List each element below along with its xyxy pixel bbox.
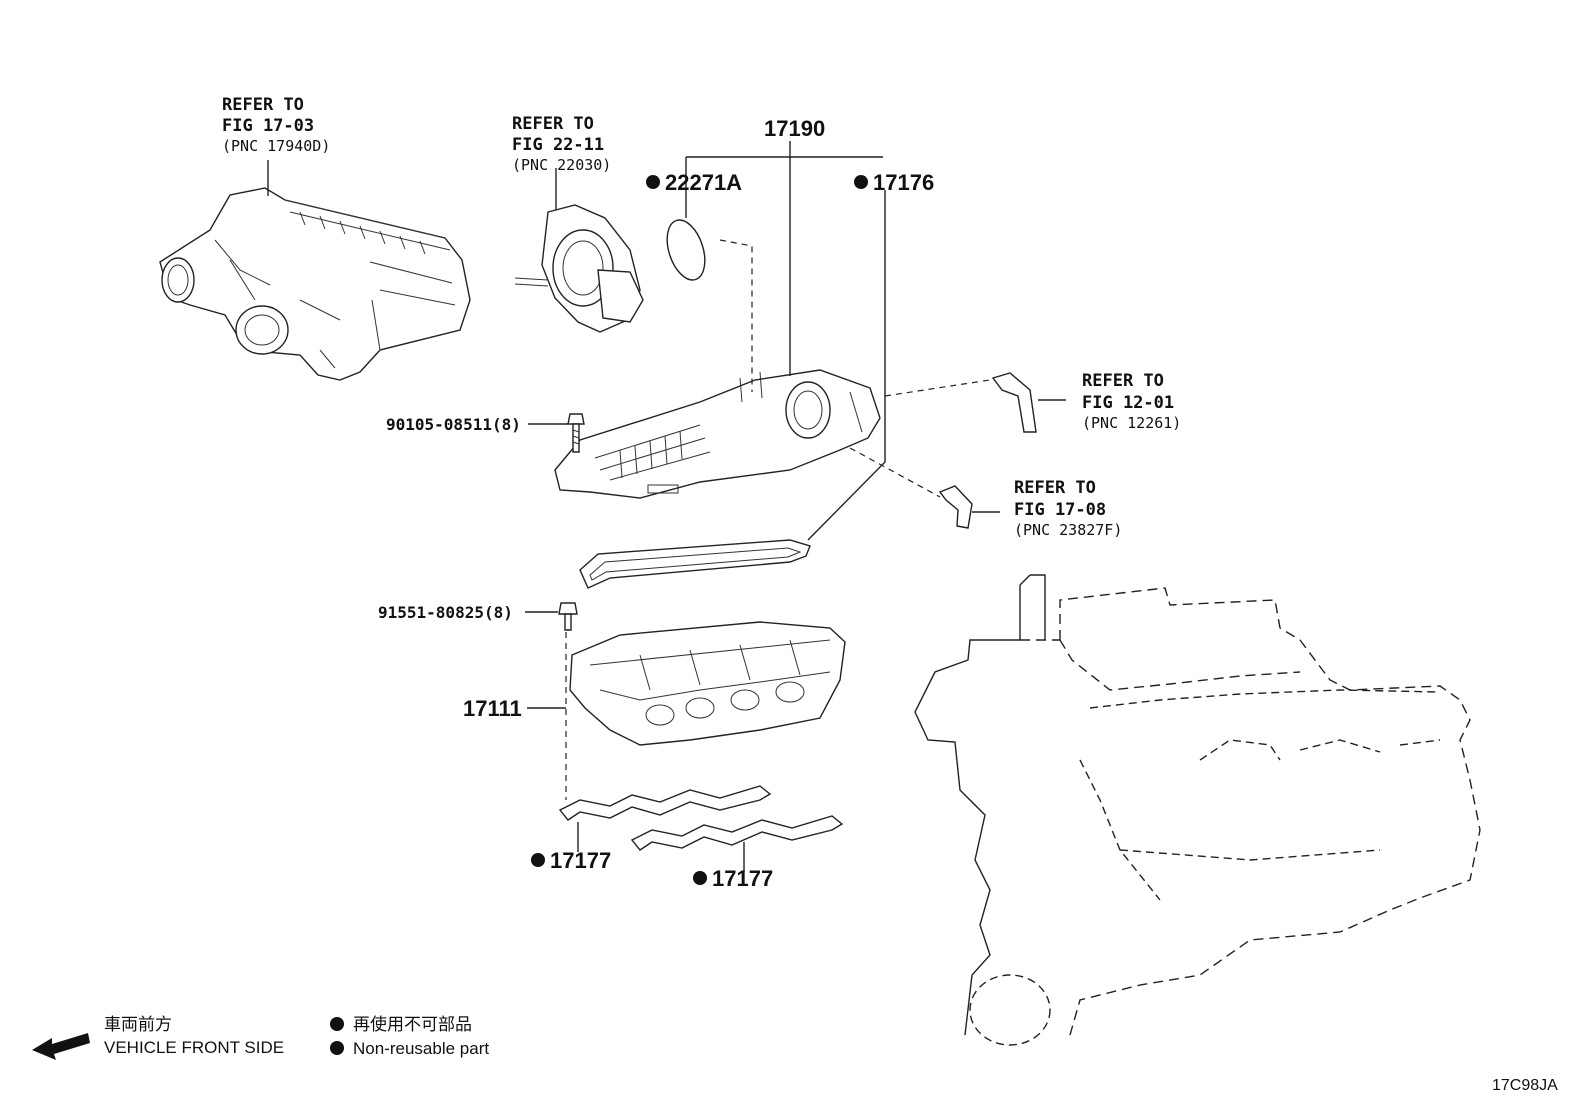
part-90105-08511: 90105-08511(8)	[386, 415, 521, 434]
part-17177-left: 17177	[550, 848, 611, 873]
ref-12-01-pnc: (PNC 12261)	[1082, 414, 1181, 432]
ref-12-01-line1: REFER TO	[1082, 371, 1164, 391]
non-reusable-dot	[854, 175, 868, 189]
ref-17-08-line2: FIG 17-08	[1014, 500, 1106, 520]
dashed-22271a-to-intake	[719, 239, 753, 392]
ref-17-03-line1: REFER TO	[222, 95, 304, 115]
legend: 車両前方 VEHICLE FRONT SIDE 再使用不可部品 Non-reus…	[32, 1014, 489, 1060]
legend-nonreuse-en: Non-reusable part	[353, 1039, 489, 1058]
intake-upper-illustration	[554, 369, 881, 499]
part-91551-80825: 91551-80825(8)	[378, 603, 513, 622]
hose-17-08	[849, 447, 1000, 529]
legend-dot-icon	[330, 1017, 344, 1031]
engine-block-outline	[914, 574, 1481, 1046]
bolt-90105	[528, 413, 585, 453]
front-arrow-icon	[32, 1033, 90, 1060]
legend-dot-icon	[330, 1041, 344, 1055]
ref-17-03-line2: FIG 17-03	[222, 116, 314, 136]
leader-17190	[685, 141, 883, 376]
ref-22-11-pnc: (PNC 22030)	[512, 156, 611, 174]
ref-22-11-line2: FIG 22-11	[512, 135, 604, 155]
pcv-hose-12-01	[884, 372, 1066, 433]
part-22271a: 22271A	[665, 170, 742, 195]
part-17177-right: 17177	[712, 866, 773, 891]
gasket-17176	[579, 539, 811, 589]
ref-12-01-line2: FIG 12-01	[1082, 393, 1174, 413]
legend-front-en: VEHICLE FRONT SIDE	[104, 1038, 284, 1057]
gasket-17177-right	[630, 815, 844, 872]
intercooler-illustration	[159, 160, 471, 381]
throttle-body-illustration	[514, 168, 644, 333]
bolt-91551	[525, 602, 578, 800]
ref-22-11-line1: REFER TO	[512, 114, 594, 134]
part-17111: 17111	[463, 696, 522, 721]
gasket-17177-left	[558, 785, 772, 852]
non-reusable-dot	[531, 853, 545, 867]
figure-code: 17C98JA	[1492, 1077, 1558, 1094]
part-17176: 17176	[873, 170, 934, 195]
ref-17-03-pnc: (PNC 17940D)	[222, 137, 330, 155]
intake-lower-illustration	[527, 621, 846, 746]
non-reusable-dot	[646, 175, 660, 189]
non-reusable-dot	[693, 871, 707, 885]
part-17190: 17190	[764, 116, 825, 141]
leader-17176	[807, 190, 886, 541]
legend-nonreuse-jp: 再使用不可部品	[353, 1014, 472, 1034]
ref-17-08-pnc: (PNC 23827F)	[1014, 521, 1122, 539]
o-ring-22271a	[666, 219, 706, 281]
legend-front-jp: 車両前方	[104, 1015, 172, 1034]
ref-17-08-line1: REFER TO	[1014, 478, 1096, 498]
